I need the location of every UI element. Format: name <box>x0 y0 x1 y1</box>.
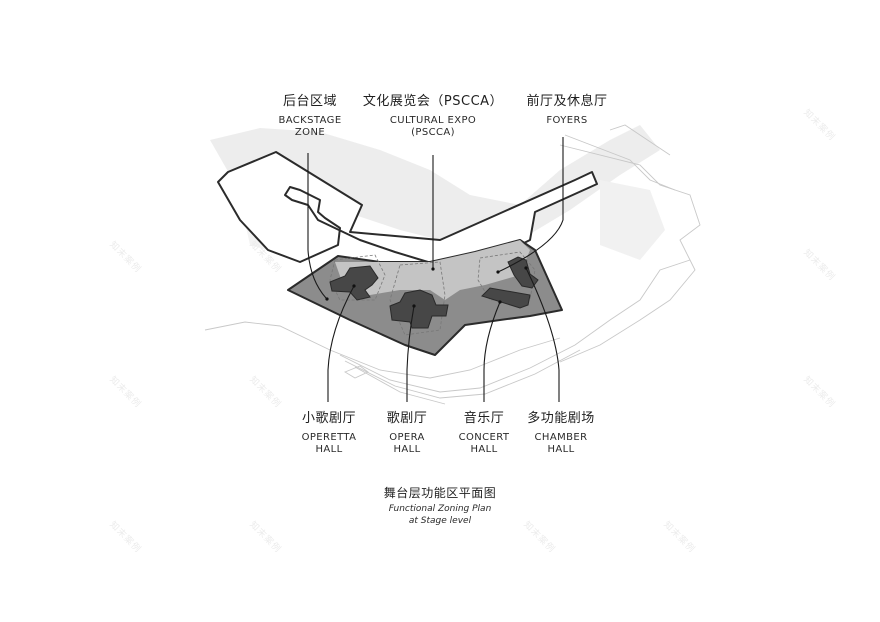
label-zh: 小歌剧厅 <box>301 411 357 426</box>
label-en-line2: HALL <box>547 444 575 455</box>
label-en-line1: FOYERS <box>546 115 588 126</box>
label-zh: 前厅及休息厅 <box>526 94 608 109</box>
hall-footprints <box>329 256 539 329</box>
label-en-line1: OPERETTA <box>301 432 357 443</box>
label-cultural-expo: 文化展览会（PSCCA） CULTURAL EXPO (PSCCA) <box>363 94 503 139</box>
label-concert-hall: 音乐厅 CONCERT HALL <box>459 411 510 456</box>
label-zh: 音乐厅 <box>463 411 505 426</box>
chamber-hall-footprint <box>507 256 539 289</box>
label-en-line2: HALL <box>470 444 498 455</box>
leader-lines <box>307 137 564 402</box>
upper-level-outline <box>217 151 598 263</box>
label-en-line1: BACKSTAGE <box>278 115 342 126</box>
label-foyers: 前厅及休息厅 FOYERS <box>526 94 607 127</box>
label-en-line2: HALL <box>393 444 421 455</box>
terrain-contours <box>204 124 701 405</box>
label-en-line2: ZONE <box>294 127 326 138</box>
hall-volume-outlines <box>329 251 536 336</box>
label-chamber-hall: 多功能剧场 CHAMBER HALL <box>527 411 595 456</box>
label-zh: 多功能剧场 <box>527 411 595 426</box>
caption-zh: 舞台层功能区平面图 <box>383 486 497 500</box>
label-en-line1: CHAMBER <box>534 432 588 443</box>
caption-en-line2: at Stage level <box>408 516 472 526</box>
label-zh: 后台区域 <box>282 94 338 109</box>
label-en-line2: (PSCCA) <box>411 127 455 138</box>
label-en-line1: OPERA <box>389 432 425 443</box>
label-zh: 歌剧厅 <box>386 411 428 426</box>
label-en-line1: CONCERT <box>458 432 510 443</box>
label-en-line1: CULTURAL EXPO <box>389 115 477 126</box>
leader-dots <box>325 266 528 308</box>
operetta-hall-footprint <box>329 265 379 301</box>
opera-hall-footprint <box>389 289 449 329</box>
label-operetta-hall: 小歌剧厅 OPERETTA HALL <box>302 411 357 456</box>
label-en-line2: HALL <box>315 444 343 455</box>
label-zh: 文化展览会（PSCCA） <box>362 94 504 109</box>
label-opera-hall: 歌剧厅 OPERA HALL <box>387 411 428 456</box>
label-backstage-zone: 后台区域 BACKSTAGE ZONE <box>278 94 341 139</box>
concert-hall-footprint <box>481 287 531 309</box>
caption-en-line1: Functional Zoning Plan <box>388 504 492 514</box>
diagram-caption: 舞台层功能区平面图 Functional Zoning Plan at Stag… <box>384 486 497 527</box>
